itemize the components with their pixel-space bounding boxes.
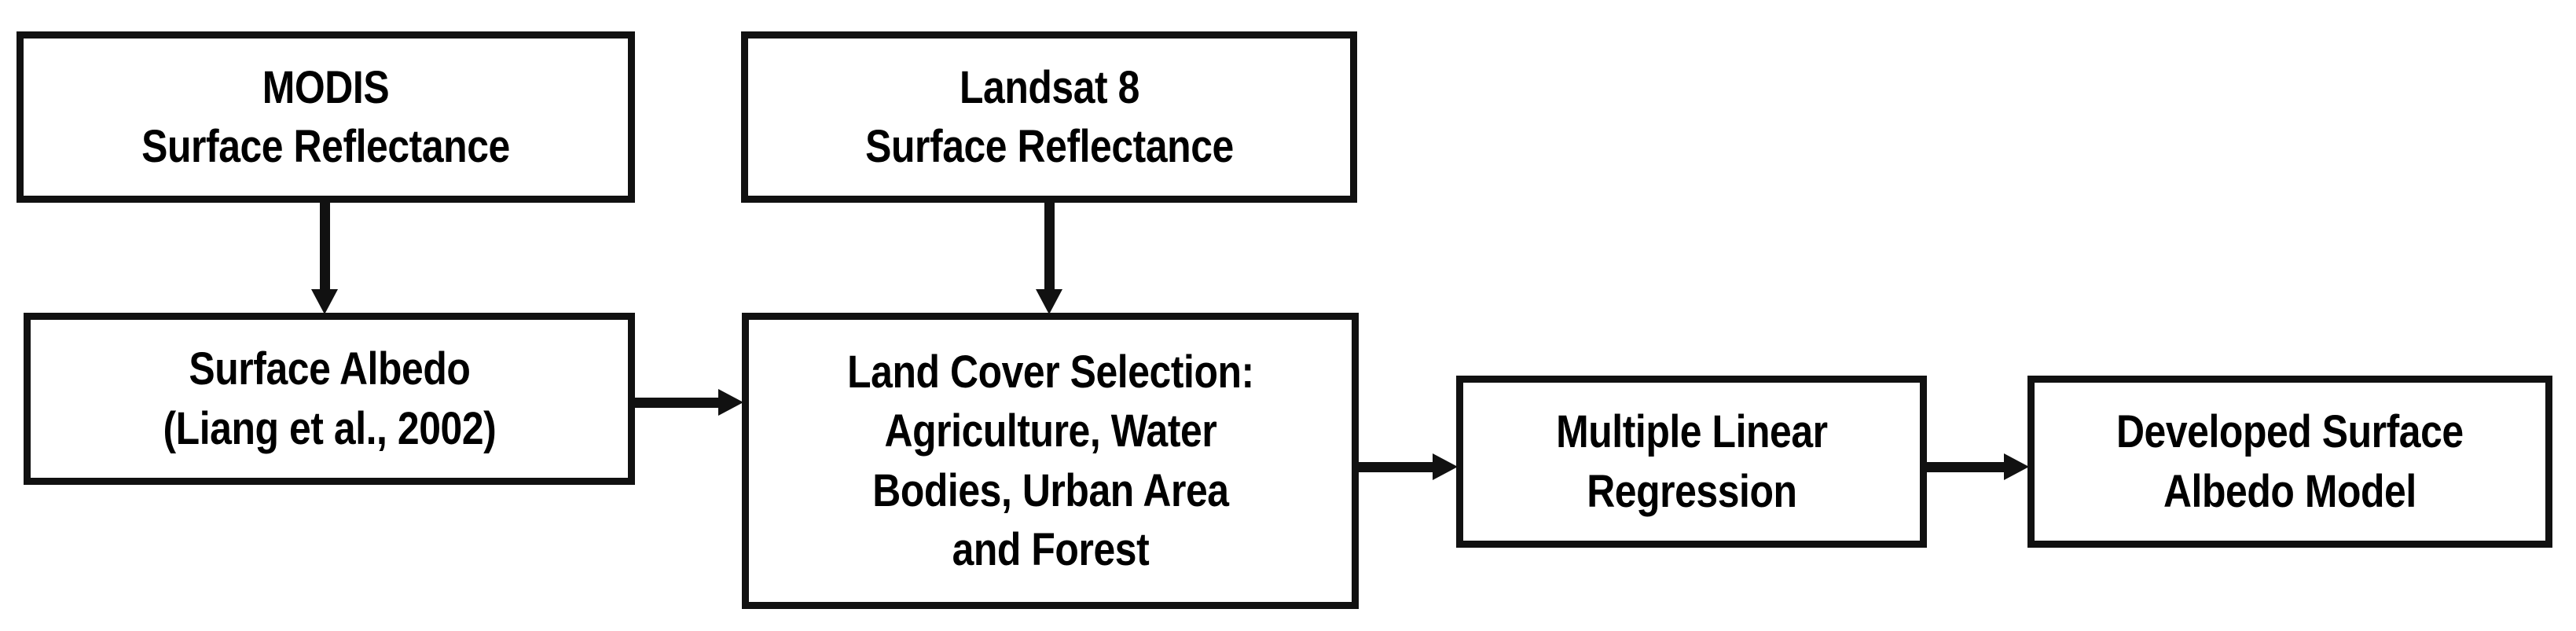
arrow-head [1433,453,1458,480]
arrow-shaft [1044,201,1055,295]
node-label: Developed Surface Albedo Model [2116,406,2464,517]
node-surface-albedo: Surface Albedo (Liang et al., 2002) [24,313,635,485]
arrow-down-icon [311,201,338,314]
arrow-shaft [1357,462,1440,472]
node-label: MODIS Surface Reflectance [141,61,510,172]
arrow-shaft [1925,462,2012,472]
arrow-head [311,289,338,314]
node-land-cover-selection: Land Cover Selection: Agriculture, Water… [742,313,1359,609]
arrow-down-icon [1036,201,1062,314]
node-label: Surface Albedo (Liang et al., 2002) [163,343,496,454]
arrow-head [2004,453,2029,480]
node-landsat8-surface-reflectance: Landsat 8 Surface Reflectance [741,31,1357,203]
arrow-right-icon [1357,453,1458,480]
arrow-right-icon [1925,453,2029,480]
arrow-shaft [633,398,726,408]
node-developed-surface-albedo-model: Developed Surface Albedo Model [2027,376,2552,548]
node-multiple-linear-regression: Multiple Linear Regression [1456,376,1927,548]
arrow-right-icon [633,389,743,416]
node-label: Multiple Linear Regression [1555,406,1828,517]
arrow-head [718,389,743,416]
arrow-head [1036,289,1062,314]
node-label: Land Cover Selection: Agriculture, Water… [846,346,1254,575]
node-modis-surface-reflectance: MODIS Surface Reflectance [17,31,635,203]
arrow-shaft [320,201,330,295]
node-label: Landsat 8 Surface Reflectance [864,61,1234,172]
